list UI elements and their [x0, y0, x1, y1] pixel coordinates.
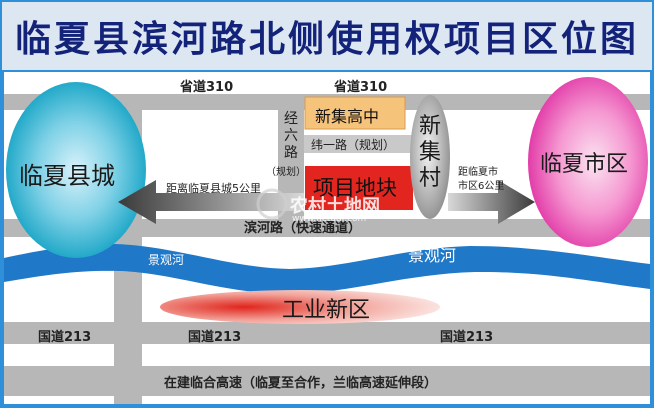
watermark-name: 农村土地网	[290, 196, 380, 217]
distance-city-line-1: 距临夏市	[458, 167, 498, 178]
village-char-1: 新	[418, 114, 441, 139]
label-river-left: 景观河	[148, 253, 185, 267]
label-national-213-right: 国道213	[440, 330, 494, 345]
weiliu-char-3: 路	[284, 145, 298, 161]
label-school: 新集高中	[315, 107, 380, 126]
arrow-to-county	[118, 180, 304, 224]
watermark-logo	[256, 188, 288, 220]
binhe-road	[4, 219, 650, 237]
label-distance-city: 距临夏市 市区6公里	[458, 166, 504, 194]
label-national-213-mid: 国道213	[188, 330, 242, 345]
label-river-right: 景观河	[408, 246, 457, 265]
xinji-village-shape	[410, 95, 450, 219]
label-project-site: 项目地块	[313, 176, 397, 200]
label-industrial-zone: 工业新区	[282, 298, 371, 323]
label-provincial-310-right: 省道310	[334, 80, 388, 95]
distance-city-line-2: 市区6公里	[458, 181, 505, 192]
label-weiyi-road: 纬一路（规划）	[311, 138, 396, 152]
expressway	[4, 366, 650, 396]
label-expressway: 在建临合高速（临夏至合作，兰临高速延伸段）	[164, 376, 438, 391]
weiliu-char-2: 六	[284, 128, 298, 144]
linxia-county-shape	[6, 82, 146, 258]
label-national-213-left: 国道213	[38, 330, 92, 345]
label-xinji-village: 新 集 村	[418, 114, 442, 192]
school-block	[304, 96, 406, 130]
industrial-zone-shape	[160, 290, 440, 324]
landscape-river	[4, 244, 650, 294]
label-distance-county: 距离临夏县城5公里	[166, 182, 261, 195]
label-provincial-310-left: 省道310	[180, 80, 234, 95]
label-binhe-road: 滨河路（快速通道）	[244, 221, 362, 236]
arrow-to-city	[448, 180, 535, 224]
label-linxia-county: 临夏县城	[19, 162, 115, 190]
village-char-2: 集	[418, 140, 441, 165]
title-bar: 临夏县滨河路北侧使用权项目区位图	[2, 2, 652, 72]
label-weiliu-road: 经 六 路	[282, 111, 300, 162]
map-title: 临夏县滨河路北侧使用权项目区位图	[14, 19, 639, 60]
label-linxia-city: 临夏市区	[540, 152, 629, 177]
linxia-city-shape	[528, 77, 648, 247]
village-char-3: 村	[418, 166, 441, 191]
national-road-213	[4, 322, 650, 344]
project-site-block	[305, 166, 413, 210]
watermark-url: www.nctudi.com	[292, 214, 367, 224]
label-weiliu-note: （规划）	[266, 167, 306, 178]
weiyi-road	[304, 135, 414, 153]
weiliu-char-1: 经	[284, 111, 298, 127]
